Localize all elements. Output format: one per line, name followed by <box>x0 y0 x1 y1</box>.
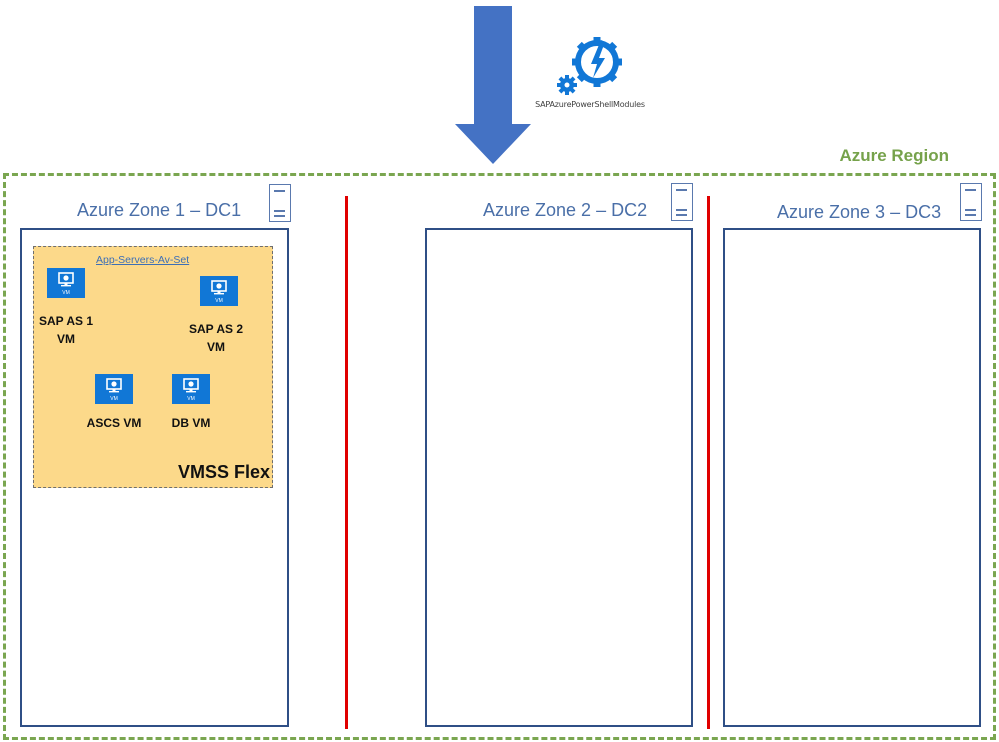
availability-set-link[interactable]: App-Servers-Av-Set <box>96 254 190 266</box>
vm-label-line1: SAP AS 2 <box>188 322 244 336</box>
vm-icon: VM <box>200 276 238 306</box>
region-label: Azure Region <box>839 146 949 165</box>
vm-icon: VM <box>95 374 133 404</box>
vm-label-db: DB VM <box>155 414 227 432</box>
down-arrow <box>455 6 531 164</box>
vm-label-line2: VM <box>207 340 225 354</box>
vm-label-line1: DB VM <box>171 416 211 430</box>
svg-text:VM: VM <box>215 298 223 304</box>
zone-divider <box>345 196 348 729</box>
vm-label-sap-as-2: SAP AS 2 VM <box>180 320 252 356</box>
module-label: SAPAzurePowerShellModules <box>535 100 645 109</box>
zone-divider <box>707 196 710 729</box>
zone-2-box <box>425 228 693 727</box>
svg-text:VM: VM <box>110 396 118 402</box>
vm-icon: VM <box>47 268 85 298</box>
gears-lightning-icon <box>557 37 622 95</box>
vm-label-ascs: ASCS VM <box>78 414 150 432</box>
vmss-flex-label: VMSS Flex <box>178 462 271 482</box>
vm-label-line2: VM <box>57 332 75 346</box>
server-icon <box>269 184 291 222</box>
zone-3-title: Azure Zone 3 – DC3 <box>777 202 942 222</box>
azure-region-boundary <box>3 173 996 740</box>
vm-icon: VM <box>172 374 210 404</box>
zone-1-title: Azure Zone 1 – DC1 <box>77 200 242 220</box>
vm-label-sap-as-1: SAP AS 1 VM <box>30 312 102 348</box>
svg-text:VM: VM <box>187 396 195 402</box>
server-icon <box>671 183 693 221</box>
vm-label-line1: SAP AS 1 <box>38 314 94 328</box>
zone-3-box <box>723 228 981 727</box>
vm-label-line1: ASCS VM <box>86 416 142 430</box>
zone-2-title: Azure Zone 2 – DC2 <box>483 200 648 220</box>
svg-text:VM: VM <box>62 290 70 296</box>
server-icon <box>960 183 982 221</box>
